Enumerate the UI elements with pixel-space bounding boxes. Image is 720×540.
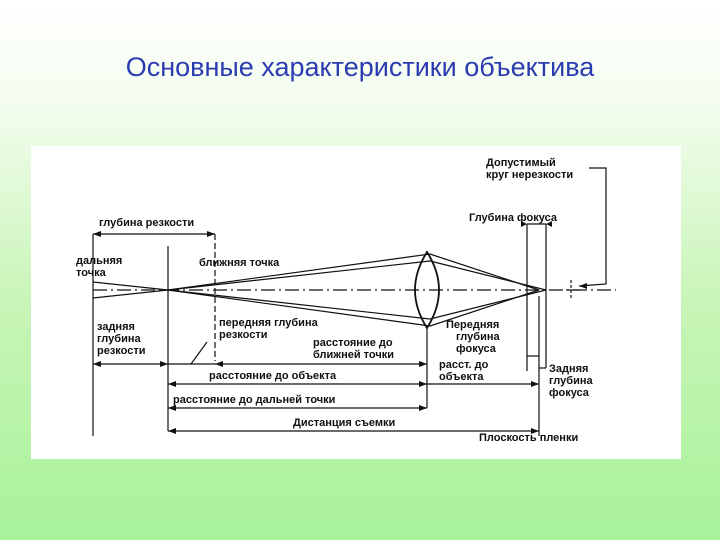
ray-far-bottom: [167, 289, 431, 327]
lens-diagram-svg: Допустимый круг нерезкости глубина резко…: [76, 157, 616, 444]
label-rear-depth-1: задняя: [97, 321, 135, 333]
label-dist-far: расстояние до дальней точки: [173, 394, 335, 406]
ray-near-bottom: [167, 289, 431, 320]
label-circle-of-confusion-2: круг нерезкости: [486, 169, 573, 181]
label-dist-object-short-1: расст. до: [439, 359, 489, 371]
label-rear-focus-1: Задняя: [549, 363, 588, 375]
label-depth-of-field: глубина резкости: [99, 217, 194, 229]
label-front-focus-2: глубина: [456, 331, 500, 343]
label-shooting-distance: Дистанция съемки: [293, 417, 395, 429]
arrowheads: [93, 221, 587, 434]
label-front-depth-2: резкости: [219, 329, 268, 341]
label-dist-near-1: расстояние до: [313, 337, 393, 349]
ray-near-top: [167, 260, 431, 291]
label-front-depth-1: передняя глубина: [219, 317, 319, 329]
label-front-focus-1: Передняя: [446, 319, 499, 331]
label-far-point-1: дальняя: [76, 255, 122, 267]
ray-far-top: [167, 253, 431, 291]
label-rear-focus-3: фокуса: [549, 387, 590, 399]
label-dist-object-short-2: объекта: [439, 371, 484, 383]
ray-image-bottom2: [429, 289, 547, 320]
ray-image-top2: [429, 260, 547, 291]
label-dist-near-2: ближней точки: [313, 349, 394, 361]
label-rear-depth-2: глубина: [97, 333, 141, 345]
label-depth-of-focus: Глубина фокуса: [469, 212, 558, 224]
label-far-point-2: точка: [76, 267, 107, 279]
label-near-point: ближняя точка: [199, 257, 280, 269]
label-dist-object: расстояние до объекта: [209, 370, 337, 382]
label-rear-focus-2: глубина: [549, 375, 593, 387]
slide-title: Основные характеристики объектива: [125, 52, 595, 82]
label-circle-of-confusion-1: Допустимый: [486, 157, 556, 169]
lens-diagram: Допустимый круг нерезкости глубина резко…: [31, 146, 681, 459]
ray-left-bottom: [92, 289, 169, 299]
label-front-focus-3: фокуса: [456, 343, 497, 355]
label-film-plane: Плоскость пленки: [479, 432, 578, 444]
label-rear-depth-3: резкости: [97, 345, 146, 357]
ray-left-top: [92, 281, 169, 291]
